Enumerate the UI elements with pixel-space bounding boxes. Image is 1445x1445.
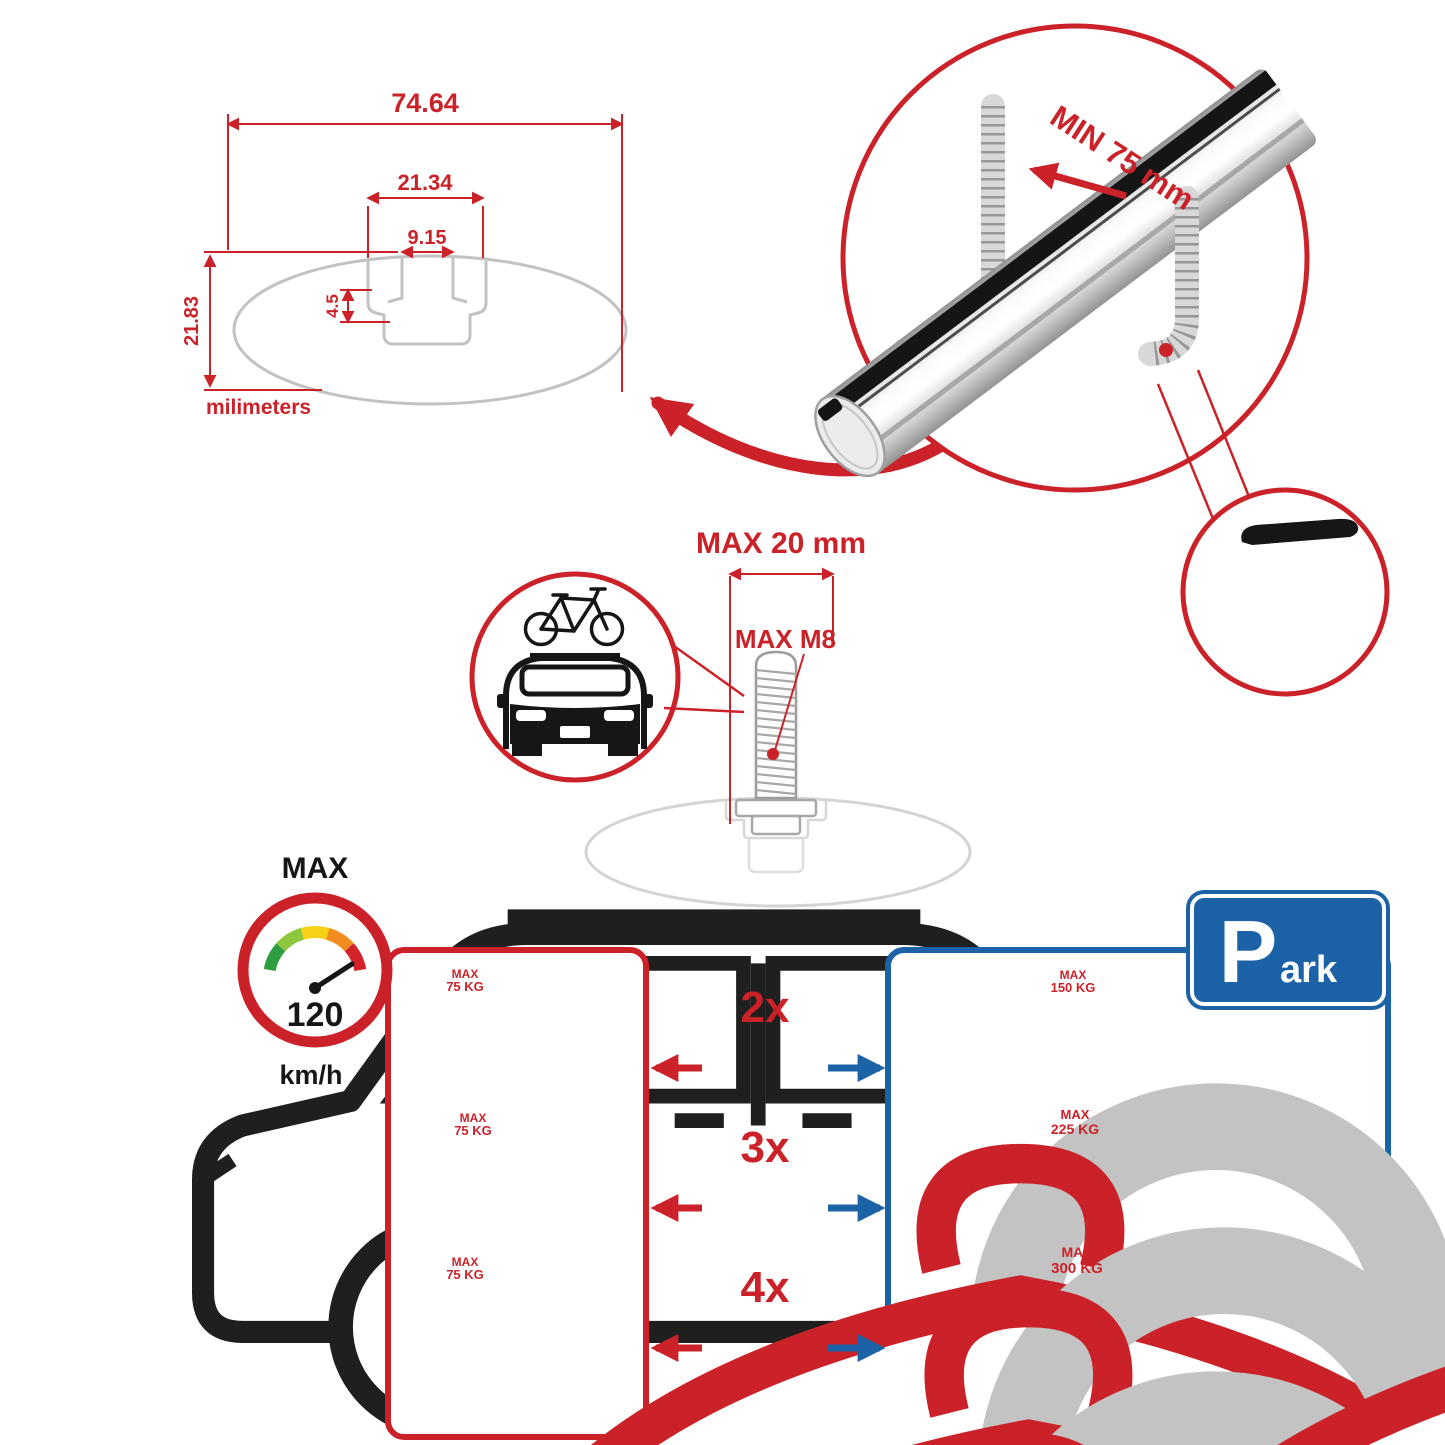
bag-max-label: MAX xyxy=(1060,968,1087,982)
parking-sign: P ark xyxy=(1186,890,1390,1010)
t-nut-icon xyxy=(734,798,818,836)
clamp-hook-front-icon xyxy=(1138,186,1199,366)
total-width-label: 74.64 xyxy=(391,88,459,118)
driving-limit-panel xyxy=(385,947,649,1440)
gauge-arc xyxy=(263,926,367,972)
bag-load-label: 75 KG xyxy=(446,1267,484,1282)
parking-suffix: ark xyxy=(1280,949,1338,991)
bolt-icon xyxy=(754,650,798,800)
count-label: 4x xyxy=(741,1263,790,1312)
speed-unit: km/h xyxy=(279,1060,342,1090)
max-m8-label: MAX M8 xyxy=(735,624,836,654)
bag-load-label: 300 KG xyxy=(1051,1260,1103,1277)
max-20-label: MAX 20 mm xyxy=(696,527,866,560)
suv-roofbox-circle xyxy=(1180,487,1390,697)
dimension-diagram: 74.64 21.34 9.15 4.5 21.83 milimeters xyxy=(181,88,628,419)
bolt-dimension-lines xyxy=(728,567,835,824)
roof-box-icon xyxy=(1241,518,1359,545)
count-label: 2x xyxy=(741,983,790,1032)
speedometer-ring xyxy=(237,892,393,1048)
t-slot-profile xyxy=(366,261,488,346)
bag-max-label: MAX xyxy=(452,967,479,981)
bag-load-label: 75 KG xyxy=(446,979,484,994)
bag-max-label: MAX xyxy=(460,1111,487,1125)
bag-max-label: MAX xyxy=(1061,1107,1090,1122)
car-front-icon xyxy=(497,653,653,756)
crossbar-detail: MIN 75 mm xyxy=(203,23,1390,1425)
dimension-lines xyxy=(203,114,624,392)
units-label: milimeters xyxy=(206,396,311,419)
channel-width-label: 21.34 xyxy=(397,170,453,195)
thread-point-dot xyxy=(767,748,779,760)
ghost-channel xyxy=(724,801,828,840)
car-callout-lines xyxy=(663,644,745,714)
speed-value: 120 xyxy=(287,996,344,1034)
min-75-arrow xyxy=(1028,162,1127,200)
speedometer-icon: MAX 120 km/h xyxy=(237,852,393,1090)
bag-max-label: MAX xyxy=(452,1255,479,1269)
gauge-pivot xyxy=(309,982,321,994)
bag-load-label: 150 KG xyxy=(1051,980,1096,995)
bag-max-label: MAX xyxy=(1061,1244,1093,1260)
bag-load-label: 75 KG xyxy=(454,1123,492,1138)
bolt-diagram: MAX 20 mm MAX M8 xyxy=(469,527,972,908)
speed-max-label: MAX xyxy=(282,852,349,885)
slot-width-label: 9.15 xyxy=(408,227,447,249)
t-slot-lips xyxy=(387,258,468,304)
driving-cars: MAX 75 KG MAX 75 KG MAX 75 KG xyxy=(446,967,1445,1445)
crossbar-count-row: 3x xyxy=(650,1123,886,1222)
count-label: 3x xyxy=(741,1123,790,1172)
crossbar-count-row: 4x xyxy=(650,1263,886,1362)
lip-depth-label: 4.5 xyxy=(323,294,342,318)
suv-roofbox-detail xyxy=(203,487,1390,1425)
bike-icon xyxy=(523,587,625,647)
parking-letter: P xyxy=(1219,902,1278,1001)
curved-pointer-arrow xyxy=(649,396,962,477)
total-height-label: 21.83 xyxy=(181,296,203,346)
callout-lines xyxy=(1156,369,1258,537)
ghost-channel-box xyxy=(747,838,805,874)
gauge-needle xyxy=(312,961,355,991)
parked-cars: MAX 150 KG MAX 225 KG MAX 300 KG xyxy=(1051,968,1445,1445)
crossbar-count-row: 2x xyxy=(650,983,886,1082)
car-bike-detail xyxy=(469,571,745,783)
bag-load-label: 225 KG xyxy=(1051,1121,1099,1137)
crossbar-count-rows: 2x 3x 4x xyxy=(650,983,886,1362)
clamp-point-dot xyxy=(1159,343,1173,357)
